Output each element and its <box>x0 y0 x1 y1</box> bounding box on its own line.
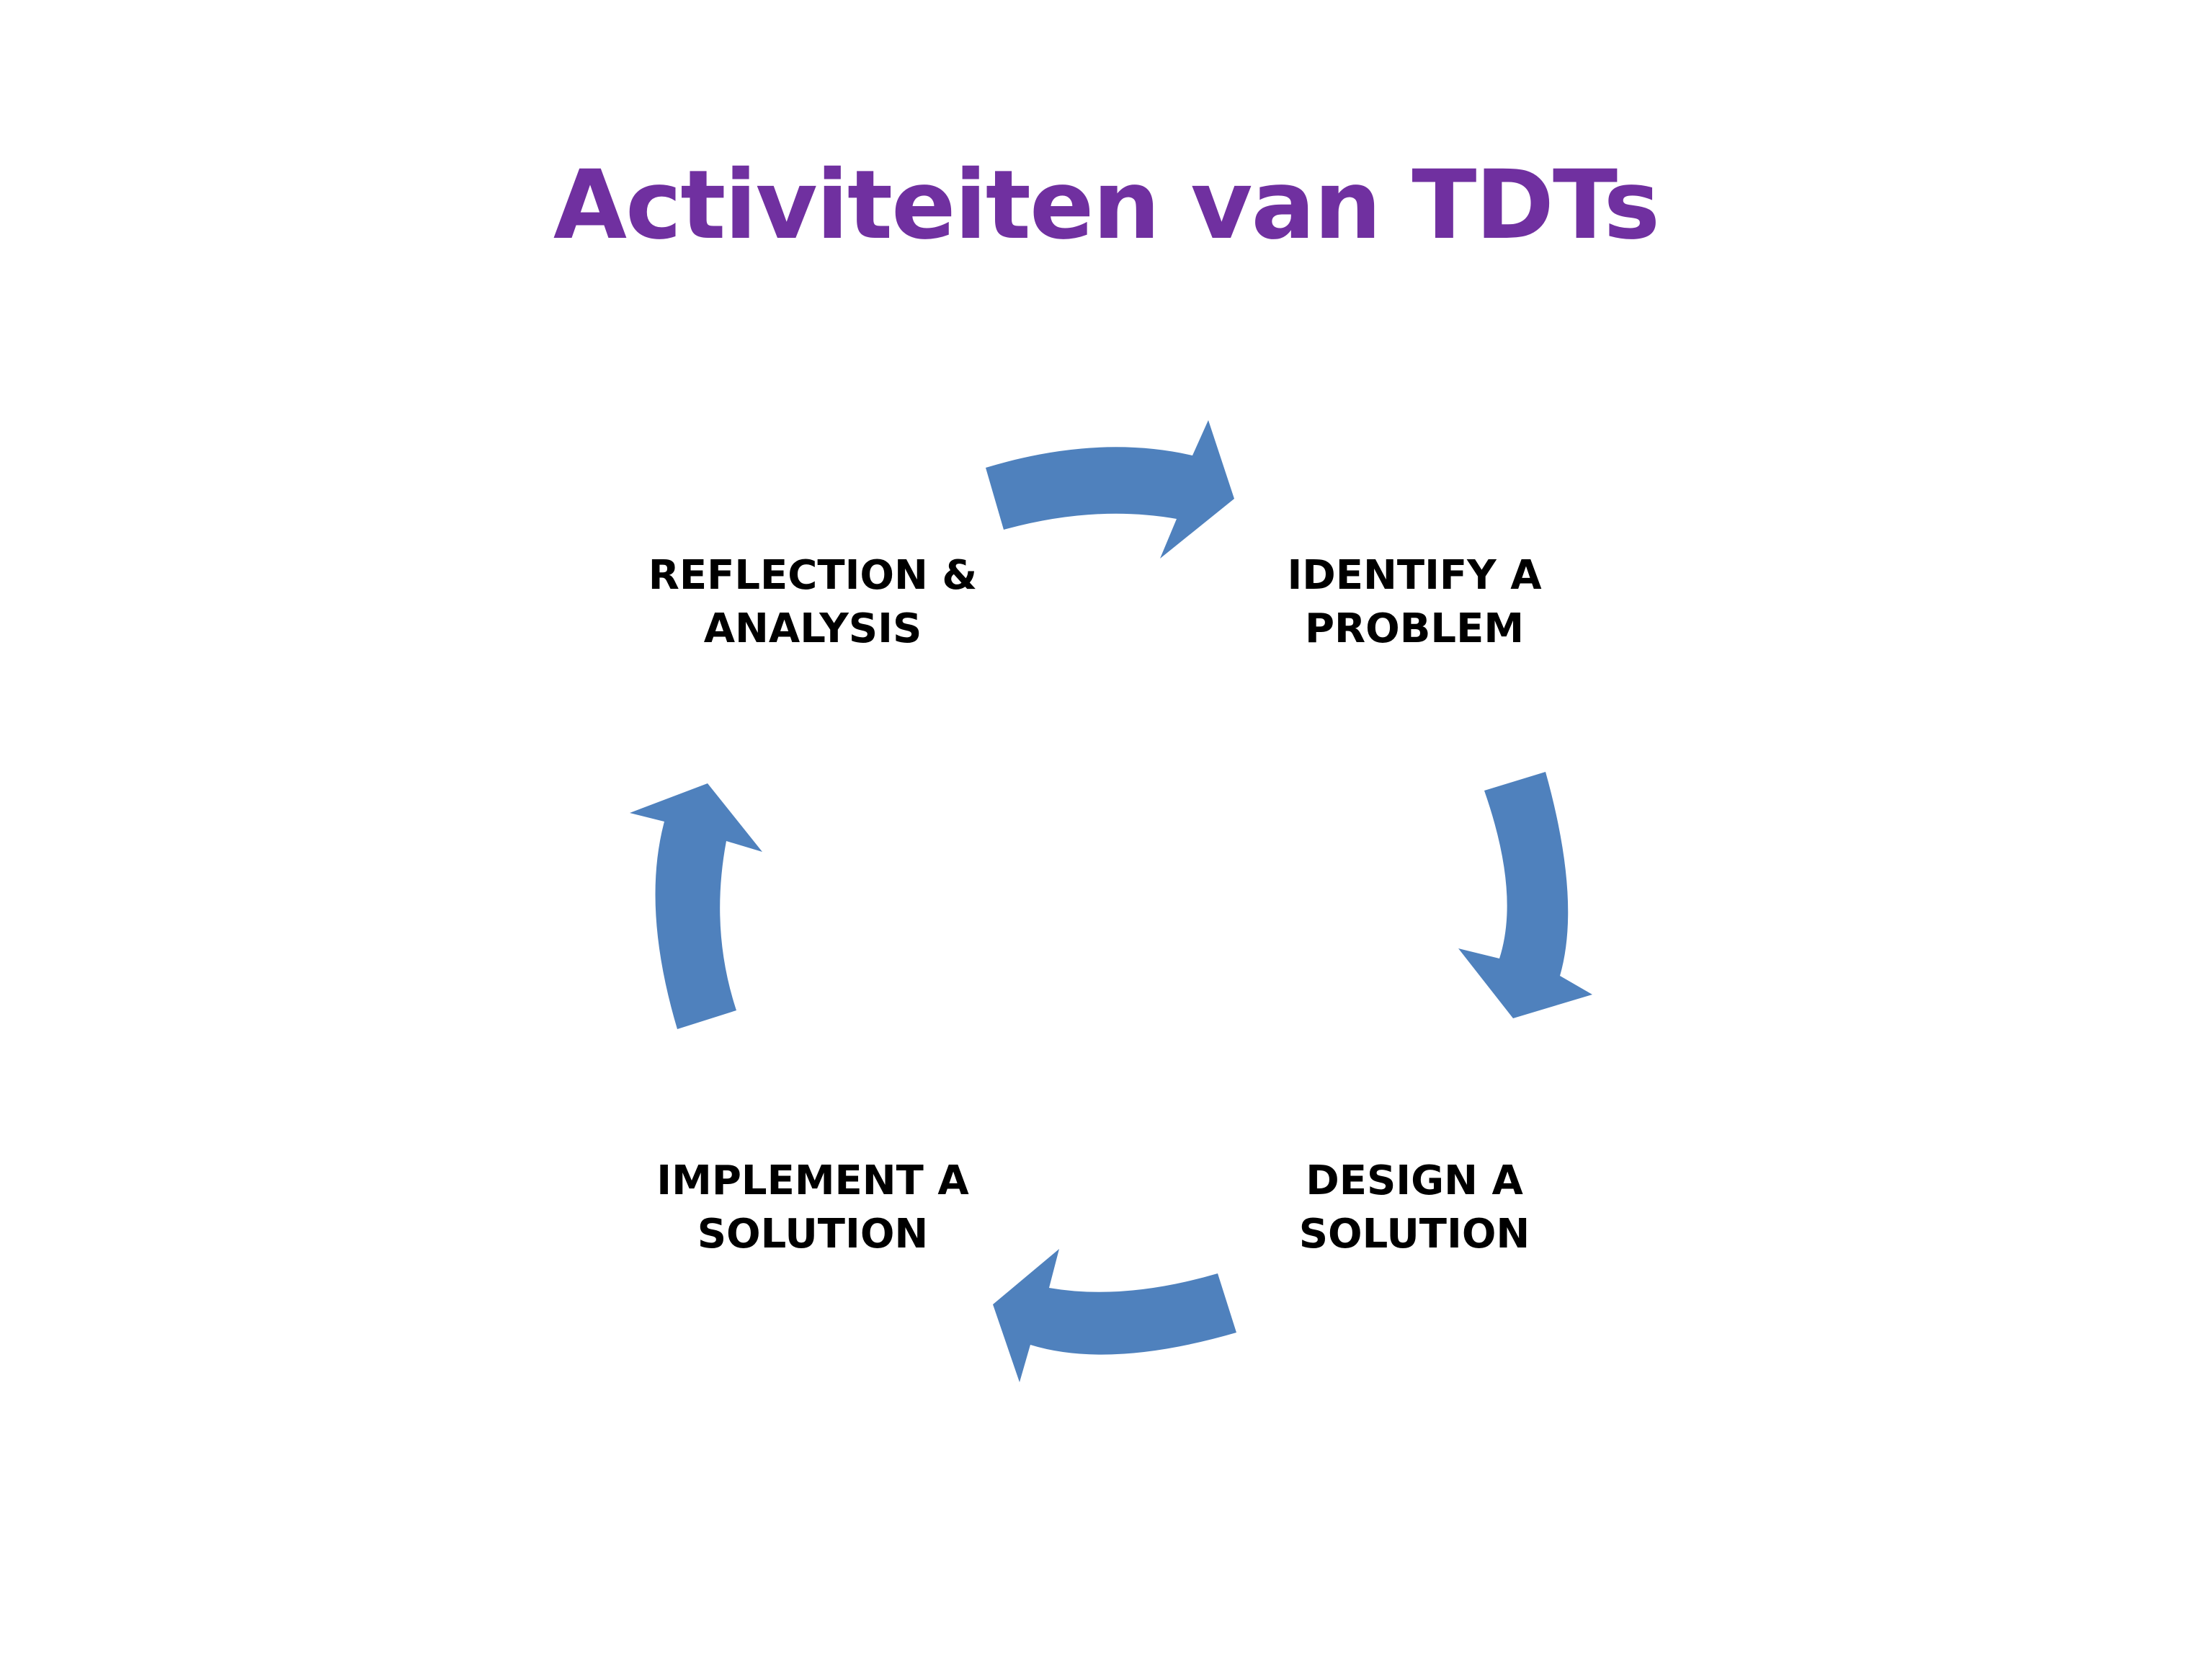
slide-title: Activiteiten van TDTs <box>553 150 1660 261</box>
step-label-line: ANALYSIS <box>703 605 922 652</box>
step-label-line: PROBLEM <box>1304 605 1525 652</box>
arrow-right-icon <box>1458 772 1592 1018</box>
arrow-bottom-icon <box>993 1249 1236 1382</box>
step-identify-problem: IDENTIFY A PROBLEM <box>1227 549 1602 656</box>
arrow-top-icon <box>986 420 1234 559</box>
step-design-solution: DESIGN A SOLUTION <box>1227 1155 1602 1261</box>
step-implement-solution: IMPLEMENT A SOLUTION <box>625 1155 1000 1261</box>
step-label-line: REFLECTION & <box>648 552 978 599</box>
step-label-line: IMPLEMENT A <box>656 1157 969 1204</box>
step-label-line: DESIGN A <box>1306 1157 1523 1204</box>
step-reflection-analysis: REFLECTION & ANALYSIS <box>625 549 1000 656</box>
step-label-line: IDENTIFY A <box>1287 552 1542 599</box>
step-label-line: SOLUTION <box>1298 1211 1530 1258</box>
arrow-left-icon <box>630 783 762 1029</box>
step-label-line: SOLUTION <box>697 1211 929 1258</box>
